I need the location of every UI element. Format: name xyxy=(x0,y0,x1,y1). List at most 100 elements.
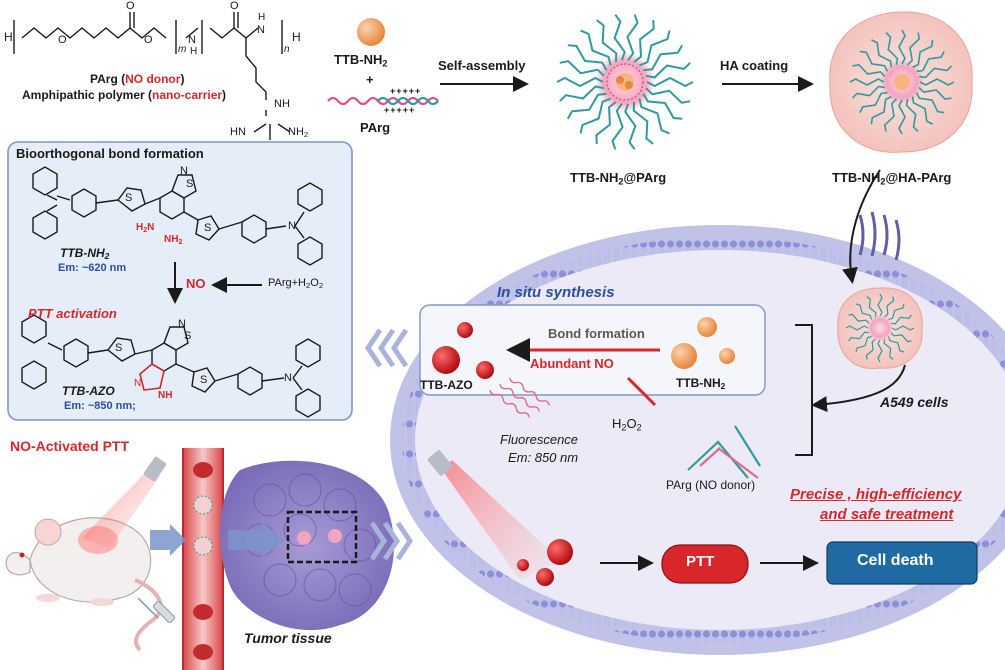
polymer-spike xyxy=(898,99,906,135)
nanoparticle-ha-parg xyxy=(829,11,973,153)
parg-label: PArg xyxy=(360,120,391,135)
atom-h1: H xyxy=(190,46,198,57)
atom-n1: N xyxy=(188,34,196,46)
ttb-azo-label: TTB-AZO xyxy=(420,378,473,392)
polymer-spike xyxy=(852,63,886,77)
polymer-spike xyxy=(891,325,915,331)
atom-s-top1: S xyxy=(186,178,194,190)
polymer-spike xyxy=(567,44,608,71)
syringe xyxy=(137,597,175,623)
polymer-spike xyxy=(855,303,873,320)
precise-line2: and safe treatment xyxy=(820,506,954,523)
bond-formation-label: Bond formation xyxy=(548,326,645,341)
ptt-label: PTT xyxy=(686,553,715,570)
atom-o-ester: O xyxy=(144,34,153,46)
ttb-nh2-label: TTB-NH2 xyxy=(334,52,388,69)
polymer-spike xyxy=(643,44,684,72)
ttb-nh2-cell-label: TTB-NH2 xyxy=(676,376,726,392)
product-name: TTB-AZO xyxy=(62,384,115,398)
polymer-spike xyxy=(848,313,870,324)
subscript-m: m xyxy=(178,44,187,55)
bracket xyxy=(795,324,813,456)
cell-laser xyxy=(427,450,560,580)
polymer-spike xyxy=(646,76,694,88)
fluorescence-em: Em: 850 nm xyxy=(508,450,579,465)
parg-structure xyxy=(13,12,291,140)
reactant-em: Em: ~620 nm xyxy=(58,262,127,274)
polymer-spike xyxy=(883,98,897,132)
atom-h-right: H xyxy=(292,30,301,44)
tumor-label: Tumor tissue xyxy=(244,630,332,646)
polymer-spike xyxy=(624,103,637,150)
parg-strands xyxy=(687,425,761,479)
atom-s-thio1: S xyxy=(125,192,133,204)
cell-death-box xyxy=(826,541,978,585)
polymer-spike xyxy=(890,332,912,343)
parg-name: PArg (NO donor) xyxy=(90,72,185,86)
polymer-spike xyxy=(559,60,605,77)
polymer-spike xyxy=(638,98,670,135)
polymer-spike xyxy=(645,87,691,104)
polymer-spike xyxy=(891,314,912,325)
polymer-spike xyxy=(595,101,617,144)
ptt-activation-label: PTT activation xyxy=(28,306,117,321)
atom-s-thio3: S xyxy=(115,342,123,354)
atom-h-left: H xyxy=(4,30,13,44)
atom-s-thio4: S xyxy=(200,374,208,386)
atom-s-top2: S xyxy=(184,330,192,342)
reactant-nh2-a: H2N xyxy=(136,222,155,234)
extravasation-arrow xyxy=(228,522,284,558)
polymer-spike xyxy=(848,331,869,342)
atom-o-amide: O xyxy=(230,0,239,12)
polymer-spike xyxy=(855,335,872,353)
polymer-spike xyxy=(915,92,945,114)
polymer-spike xyxy=(566,92,607,120)
polymer-spike xyxy=(866,296,877,317)
fluorescence-label: Fluorescence xyxy=(500,432,579,447)
atom-o1: O xyxy=(58,34,67,46)
polymer-spike xyxy=(849,78,885,86)
polymer-spike xyxy=(870,95,892,125)
polymer-spike xyxy=(633,20,655,63)
chevrons-right xyxy=(369,521,414,561)
polymer-spike xyxy=(626,14,639,61)
polymer-spike xyxy=(859,50,889,72)
polymer-spike xyxy=(907,32,921,66)
nanoparticle2-label: TTB-NH2@HA-PArg xyxy=(832,170,952,187)
parg-chain xyxy=(327,96,439,106)
polymer-spike xyxy=(877,293,883,317)
cd44-receptor xyxy=(858,211,901,261)
cell-death-label: Cell death xyxy=(857,552,934,569)
polymer-spike xyxy=(642,93,683,120)
subscript-n: n xyxy=(284,44,290,55)
atom-n2: N xyxy=(257,24,265,36)
bioorthogonal-title: Bioorthogonal bond formation xyxy=(16,146,204,161)
polymer-spike xyxy=(884,296,895,318)
internalized-nanoparticle xyxy=(837,287,923,369)
triazole-nh: NH xyxy=(158,390,173,401)
polymer-spike xyxy=(885,31,899,66)
ttb-nh2-structure xyxy=(32,166,323,266)
nanoparticle-parg xyxy=(556,14,694,150)
charges-bottom: +++++ xyxy=(384,105,416,115)
no-label: NO xyxy=(186,276,206,291)
polymer-spike xyxy=(916,51,945,73)
polymer-spike xyxy=(912,39,934,69)
polymer-spike xyxy=(918,87,952,101)
mouse-laser xyxy=(82,456,167,548)
ha-coating-label: HA coating xyxy=(720,58,789,73)
atom-n-top2: N xyxy=(178,318,186,330)
release-arrow xyxy=(811,364,906,413)
product-em: Em: ~850 nm; xyxy=(64,400,136,412)
precise-line1: Precise , high-efficiency xyxy=(790,486,962,503)
atom-s-thio2: S xyxy=(204,222,212,234)
polymer-spike xyxy=(611,103,624,150)
blood-vessel xyxy=(182,448,224,670)
reactant-nh2-b: NH2 xyxy=(164,234,183,246)
abundant-no-label: Abundant NO xyxy=(530,356,614,371)
invivo-title: NO-Activated PTT xyxy=(10,438,130,454)
in-situ-title: In situ synthesis xyxy=(497,284,615,301)
polymer-spike xyxy=(888,303,905,321)
polymer-spike xyxy=(639,30,671,67)
